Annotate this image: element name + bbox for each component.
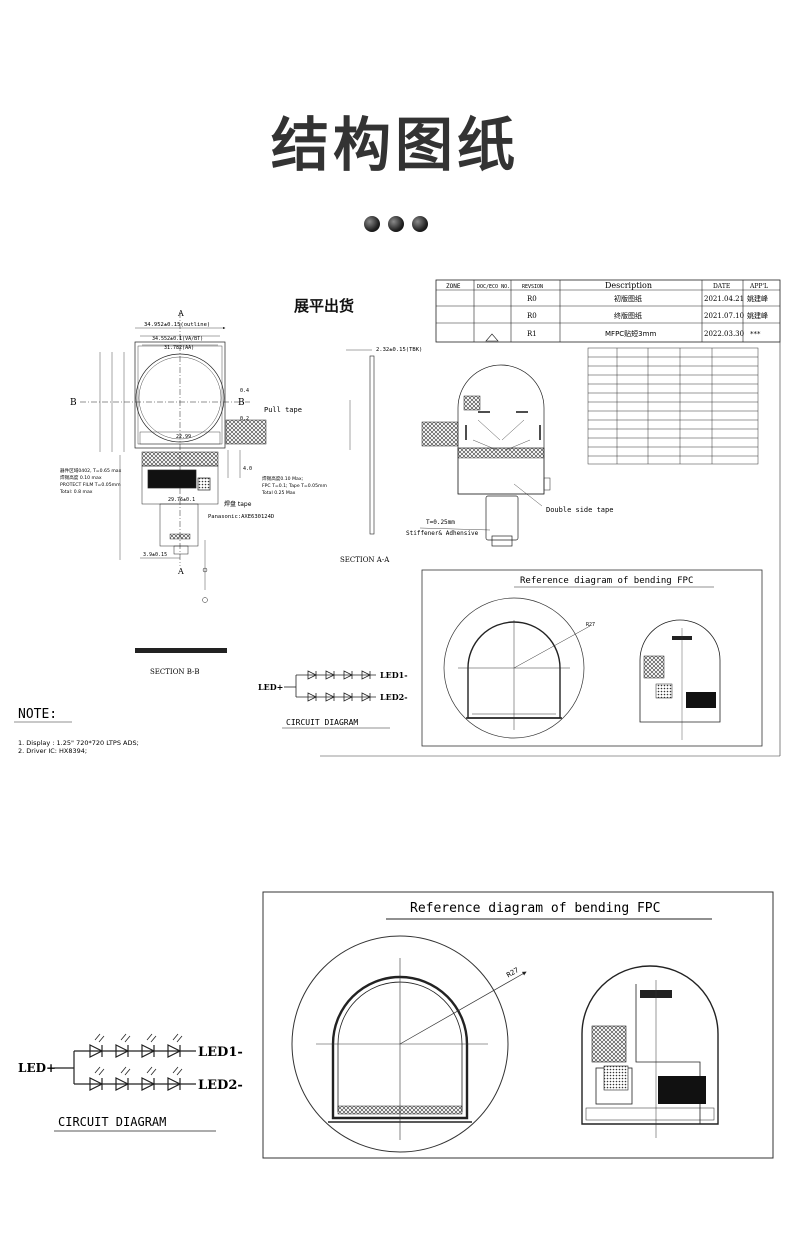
circuit-large-led1: LED1- <box>198 1045 243 1060</box>
note-item-2: 2. Driver IC: HX8394; <box>18 747 87 755</box>
notes: NOTE: 1. Display : 1.25" 720*720 LTPS AD… <box>14 707 139 755</box>
bending-large-title: Reference diagram of bending FPC <box>410 901 660 916</box>
solder-tape-label: 焊盘 tape <box>224 500 252 508</box>
rev-row-1-desc: 初版图纸 <box>614 294 642 303</box>
rev-row-3-desc: MFPC贴短3mm <box>605 329 656 338</box>
note-mid-3: Total 0.25 Max <box>261 490 296 496</box>
unfolded-label: 展平出货 <box>294 297 354 315</box>
decorative-dots <box>364 216 434 234</box>
front-view-labels: A A B B 34.952±0.15(outline) 34.552±0.1(… <box>59 309 327 603</box>
revision-table: ZONE DOC/ECO NO. REVSION Description DAT… <box>435 279 781 343</box>
section-aa-view <box>346 349 375 535</box>
rev-row-2-rev: R0 <box>527 312 537 320</box>
rev-row-2-desc: 终版图纸 <box>614 311 642 320</box>
bending-small-r: R27 <box>586 622 595 628</box>
rev-row-1-appl: 姚建峰 <box>747 294 768 303</box>
double-side-tape-label: Double side tape <box>546 506 613 514</box>
dim-2299: 22.99 <box>176 434 191 440</box>
rev-row-2-date: 2021.07.10 <box>704 312 744 320</box>
rev-header-description: Description <box>605 281 652 290</box>
rev-row-2-appl: 姚建峰 <box>747 311 768 320</box>
rev-row-3-appl: *** <box>750 330 761 338</box>
rev-header-date: DATE <box>713 283 730 290</box>
warning-triangle-icon <box>485 333 499 342</box>
section-b-left-label: B <box>70 398 77 408</box>
circuit-large-ledplus: LED+ <box>18 1061 56 1075</box>
dot <box>412 216 428 232</box>
section-b-right-label: B <box>238 398 245 408</box>
pull-tape-label: Pull tape <box>264 406 302 414</box>
rev-row-1-rev: R0 <box>527 295 537 303</box>
circuit-small-led1: LED1- <box>380 670 408 680</box>
rev-row-3-date: 2022.03.30 <box>704 330 744 338</box>
rev-header-doc: DOC/ECO NO. <box>477 284 510 290</box>
rev-row-1-date: 2021.04.21 <box>704 295 744 303</box>
circuit-small-led2: LED2- <box>380 692 408 702</box>
section-a-bottom-label: A <box>177 567 184 576</box>
circuit-large-led2: LED2- <box>198 1078 243 1093</box>
dim-aa: 31.782(AA) <box>164 345 194 351</box>
dim-va: 34.552±0.1(VA/BT) <box>152 336 203 342</box>
dim-04: 0.4 <box>240 388 249 394</box>
section-aa-label: SECTION A-A <box>340 556 390 564</box>
page-title: 结构图纸 <box>270 111 519 179</box>
section-bb-bar <box>135 648 227 653</box>
section-bb-label: SECTION B-B <box>150 668 200 676</box>
bending-small-title: Reference diagram of bending FPC <box>520 576 693 586</box>
note-mid-1: 焊锡高度0.10 Max; <box>262 475 304 482</box>
dim-2976: 29.76±0.1 <box>168 497 195 503</box>
upper-drawing: 展平出货 ZONE DOC/ECO NO. REVSION Descriptio… <box>14 279 781 757</box>
front-view <box>80 312 267 590</box>
notes-heading: NOTE: <box>18 707 57 722</box>
note-mid-2: FPC T=0.1; Tape T=0.05mm <box>262 483 327 489</box>
dim-39: 3.9±0.15 <box>143 552 167 558</box>
circuit-small-ledplus: LED+ <box>258 682 283 692</box>
dim-40: 4.0 <box>243 466 252 472</box>
circuit-large: LED+ LED1- LED2- CIRCUIT D <box>18 1033 243 1132</box>
bending-small-frame: Reference diagram of bending FPC R27 <box>421 569 763 747</box>
note-left-4: Total: 0.8 max <box>59 489 93 495</box>
bending-large-r: R27 <box>505 966 520 979</box>
panasonic-label: Panasonic:AXE630124D <box>208 514 274 520</box>
bending-large-frame: Reference diagram of bending FPC R27 <box>262 891 774 1159</box>
section-a-top-label: A <box>177 309 184 318</box>
rev-header-revision: REVSION <box>522 284 543 290</box>
parts-grid-table <box>587 347 759 465</box>
circuit-small: LED+ LED1- LED2- CIRCUIT DIAGRAM <box>258 670 408 729</box>
note-left-3: PROTECT FILM T=0.05mm <box>60 482 121 488</box>
dim-02: 0.2 <box>240 416 249 422</box>
dot <box>364 216 380 232</box>
note-left-2: 焊锡高度 0.10 max <box>60 474 102 481</box>
stiffener-label: Stiffener& Adhensive <box>406 530 479 537</box>
circuit-large-title: CIRCUIT DIAGRAM <box>58 1115 166 1129</box>
rev-row-3-rev: R1 <box>527 330 537 338</box>
back-view <box>419 364 551 547</box>
stiffener-thk-label: T=0.25mm <box>426 519 455 526</box>
dot <box>388 216 404 232</box>
rev-header-zone: ZONE <box>446 283 461 290</box>
note-left-1: 器件区域0402, T=0.65 max <box>60 467 122 474</box>
circuit-small-title: CIRCUIT DIAGRAM <box>286 718 358 727</box>
dim-tbk: 2.32±0.15(TBK) <box>376 347 422 353</box>
rev-header-appl: APP'L <box>749 283 768 290</box>
dim-outline: 34.952±0.15(outline) <box>144 322 210 328</box>
note-item-1: 1. Display : 1.25" 720*720 LTPS ADS; <box>18 739 139 747</box>
